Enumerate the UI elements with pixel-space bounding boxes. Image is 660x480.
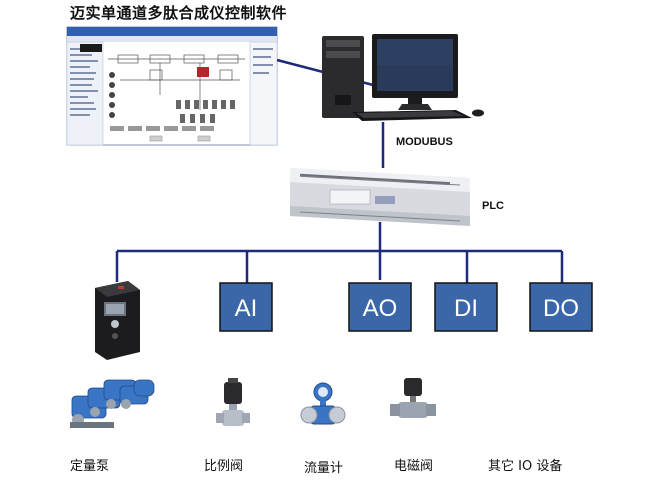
plc-icon [290,168,470,226]
computer-icon [322,34,484,121]
device-label-metering-pump: 定量泵 [70,459,110,474]
io-module-do-label: DO [543,295,579,322]
io-module-di-label: DI [454,295,478,322]
page-title: 迈实单通道多肽合成仪控制软件 [70,4,288,22]
solenoid-valve-icon [390,378,436,418]
io-module-ao-label: AO [363,295,398,322]
plc-label: PLC [482,200,504,212]
io-module-ai-label: AI [235,295,258,322]
io-module-ai: AI [219,282,273,332]
device-label-solenoid-valve: 电磁阀 [394,459,434,474]
device-label-proportional-valve: 比例阀 [204,459,244,474]
io-module-di: DI [434,282,498,332]
vfd-icon [95,281,140,360]
io-module-do: DO [529,282,593,332]
metering-pump-icon [70,379,155,428]
device-label-other-io: 其它 IO 设备 [488,459,563,474]
software-screenshot [66,26,278,146]
flow-meter-icon [300,382,346,425]
io-module-ao: AO [348,282,412,332]
modbus-label: MODUBUS [396,136,453,148]
proportional-valve-icon [216,378,250,426]
device-label-flow-meter: 流量计 [304,461,344,476]
